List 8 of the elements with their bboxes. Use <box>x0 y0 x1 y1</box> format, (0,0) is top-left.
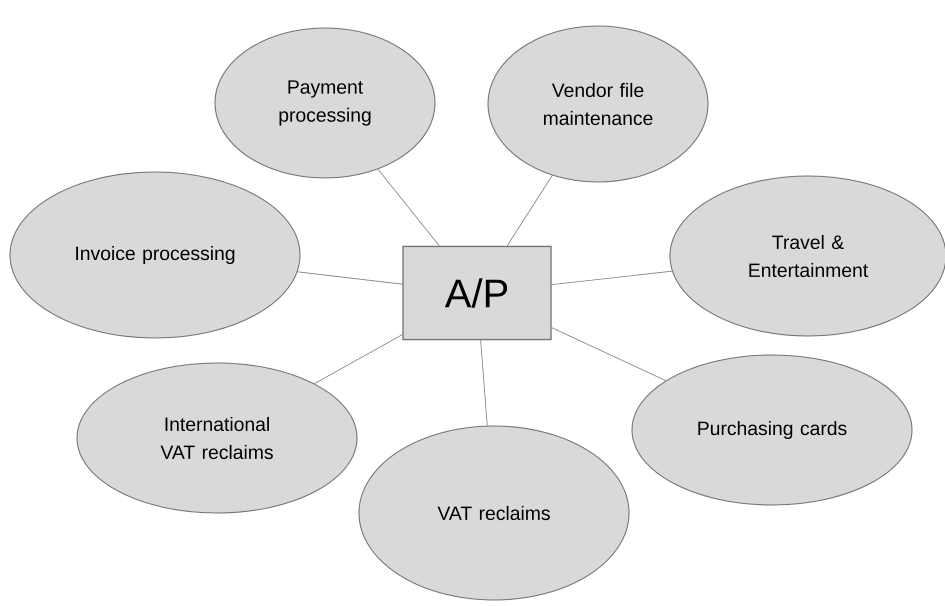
connector-line <box>551 327 666 381</box>
connector-line <box>314 334 403 384</box>
connector-line <box>551 270 672 286</box>
connector-line <box>506 175 553 246</box>
connector-line <box>480 340 488 426</box>
connector-line <box>378 168 440 246</box>
connector-line <box>297 271 403 285</box>
center-box: A/P <box>402 246 552 340</box>
